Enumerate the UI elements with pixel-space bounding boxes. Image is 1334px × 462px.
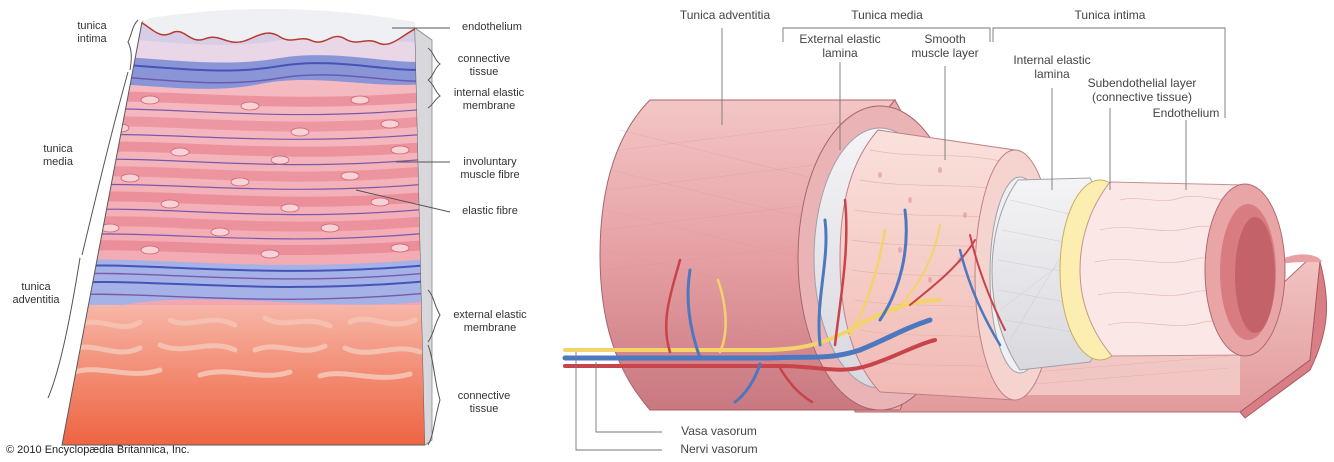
label-elastic-fibre: elastic fibre xyxy=(462,205,518,217)
label-internal-elastic-membrane: internal elastic membrane xyxy=(453,87,525,112)
internal-elastic-lamina-cylinder xyxy=(991,177,1114,371)
label-tunica-adventitia-left: tunica adventitia xyxy=(12,281,60,306)
label-external-elastic-lamina: External elastic lamina xyxy=(799,32,881,60)
label-vasa-vasorum: Vasa vasorum xyxy=(681,424,757,438)
artery-wall-section xyxy=(47,8,451,446)
label-tunica-adventitia: Tunica adventitia xyxy=(679,8,771,22)
label-tunica-intima: Tunica intima xyxy=(1074,8,1146,22)
muscle-nuclei xyxy=(100,95,410,259)
label-endothelium-right: Endothelium xyxy=(1152,106,1220,120)
label-subendothelial-layer: Subendothelial layer (connective tissue) xyxy=(1087,76,1197,104)
vessel-cut-trough xyxy=(839,257,1321,413)
subendothelial-ring xyxy=(1059,179,1141,361)
label-connective-tissue-top: connective tissue xyxy=(457,53,511,78)
left-braces xyxy=(47,19,139,399)
label-smooth-muscle-layer: Smooth muscle layer xyxy=(911,32,979,60)
label-connective-tissue-bottom: connective tissue xyxy=(457,390,511,415)
adventitia-cylinder xyxy=(599,99,897,411)
label-external-elastic-membrane: external elastic membrane xyxy=(453,309,527,334)
label-endothelium-left: endothelium xyxy=(462,21,522,33)
media-cylinder xyxy=(839,129,1047,401)
label-tunica-media-left: tunica media xyxy=(43,143,73,168)
right-leader-lines xyxy=(355,27,451,446)
copyright-notice: © 2010 Encyclopædia Britannica, Inc. xyxy=(6,444,190,456)
label-nervi-vasorum: Nervi vasorum xyxy=(680,442,758,456)
label-tunica-media: Tunica media xyxy=(851,8,923,22)
endothelium-tube xyxy=(1079,181,1286,357)
label-involuntary-muscle-fibre: involuntary muscle fibre xyxy=(460,156,520,181)
vasa-nervi xyxy=(562,198,1006,404)
label-internal-elastic-lamina: Internal elastic lamina xyxy=(1013,53,1091,81)
external-elastic-lamina-ring xyxy=(813,127,947,389)
label-tunica-intima-left: tunica intima xyxy=(77,20,107,45)
